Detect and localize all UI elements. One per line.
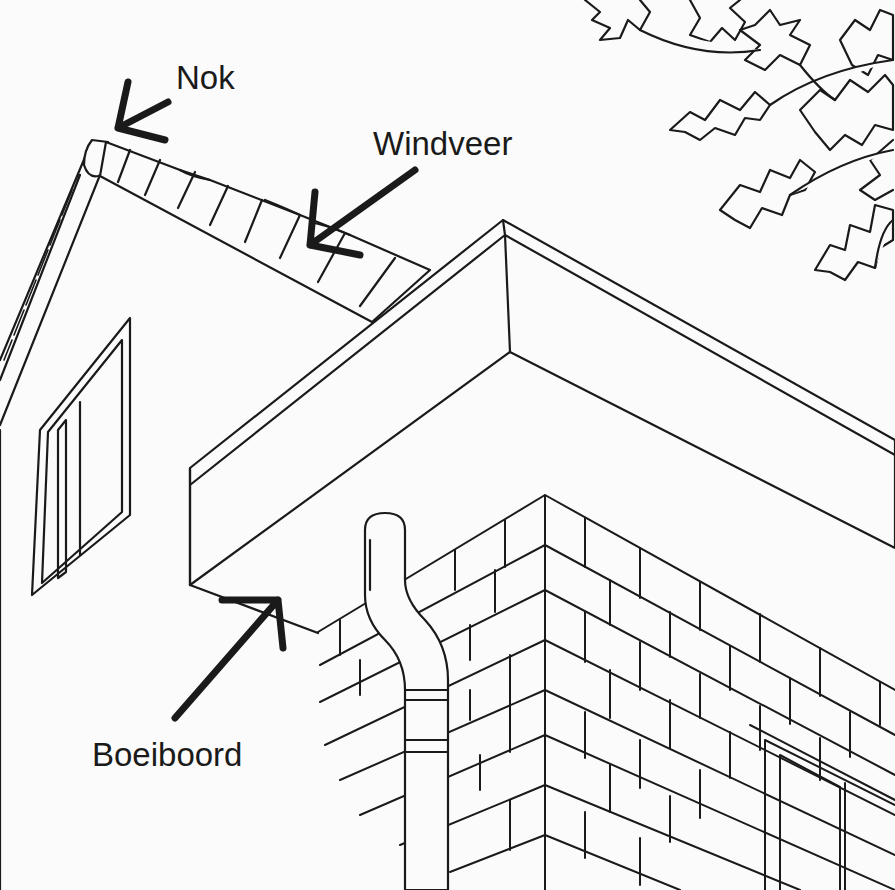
brick-wall <box>318 495 895 890</box>
window <box>32 318 130 595</box>
part-label: Boeiboord <box>90 737 244 773</box>
part-label: Windveer <box>371 126 514 162</box>
roof-tiles <box>100 142 430 322</box>
downpipe <box>365 513 448 890</box>
fascia-board <box>190 220 895 585</box>
tree-leaves <box>585 0 893 280</box>
callout-arrows <box>118 82 415 718</box>
part-label: Nok <box>174 60 237 96</box>
roof-edge <box>0 150 100 425</box>
